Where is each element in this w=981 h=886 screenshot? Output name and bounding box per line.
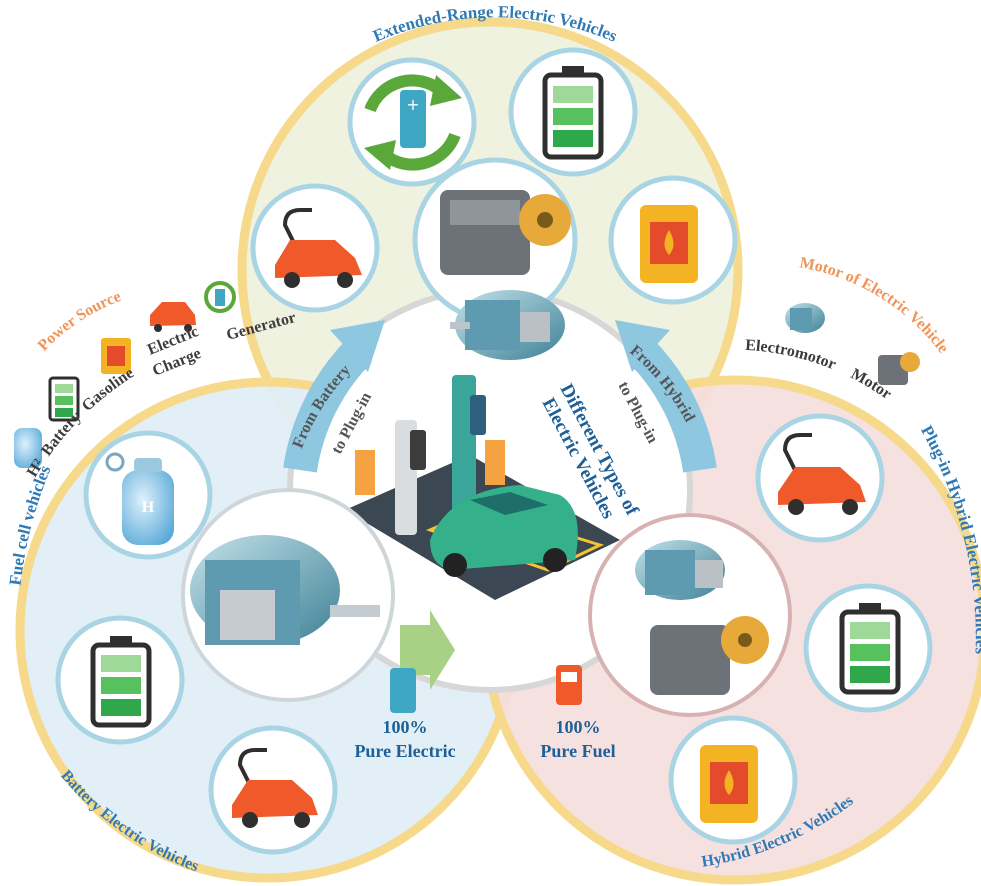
arrow-hybrid-to-plugin xyxy=(627,338,717,473)
h2-tank-icon: H xyxy=(83,430,213,560)
fuel-can-small-icon xyxy=(101,338,131,374)
top-icons: + xyxy=(250,47,738,360)
fuel-can-icon-right xyxy=(668,715,798,845)
motor-small-icon xyxy=(878,352,920,385)
bottom-labels: 100% Pure Electric 100% Pure Fuel xyxy=(354,717,615,761)
generator-icon: + xyxy=(347,57,477,187)
h2-small-icon xyxy=(14,428,42,468)
fuel-pump-icon xyxy=(556,665,582,705)
battery-icon xyxy=(508,47,638,177)
engine-icon xyxy=(412,157,578,323)
battery-small-icon xyxy=(48,376,80,422)
motor-item-electromotor: Electromotor xyxy=(745,337,839,373)
pure-electric-pct: 100% xyxy=(383,717,428,737)
pure-electric-label: Pure Electric xyxy=(354,741,455,761)
electromotor-icon xyxy=(450,290,565,360)
charger-icon xyxy=(390,610,455,713)
motor-legend-title: Motor of Electric Vehicle xyxy=(798,254,951,356)
car-plug-icon xyxy=(250,183,380,313)
arrow-battery-to-plugin xyxy=(283,338,373,473)
car-plug-icon-right xyxy=(755,413,885,543)
arrow-head-left xyxy=(330,320,385,372)
generator-small-icon xyxy=(204,281,236,313)
battery-icon-left xyxy=(55,615,185,745)
electromotor-icon-left xyxy=(181,488,395,702)
charging-station-illustration xyxy=(345,375,620,600)
svg-text:Motor of Electric Vehicle: Motor of Electric Vehicle xyxy=(798,254,951,356)
arrow-head-right xyxy=(615,320,670,372)
svg-text:+: + xyxy=(406,95,419,114)
motor-engine-icon-right xyxy=(588,513,792,717)
car-plug-icon-left xyxy=(208,725,338,855)
car-plug-small-icon xyxy=(150,302,196,332)
battery-icon-right xyxy=(803,583,933,713)
pure-fuel-label: Pure Fuel xyxy=(540,741,615,761)
power-item-h2: H² xyxy=(24,456,48,480)
fuel-can-icon xyxy=(608,175,738,305)
svg-text:H: H xyxy=(142,499,155,516)
right-icons xyxy=(556,413,933,845)
left-icons: H xyxy=(55,430,455,855)
electromotor-small-icon xyxy=(785,303,825,333)
pure-fuel-pct: 100% xyxy=(556,717,601,737)
